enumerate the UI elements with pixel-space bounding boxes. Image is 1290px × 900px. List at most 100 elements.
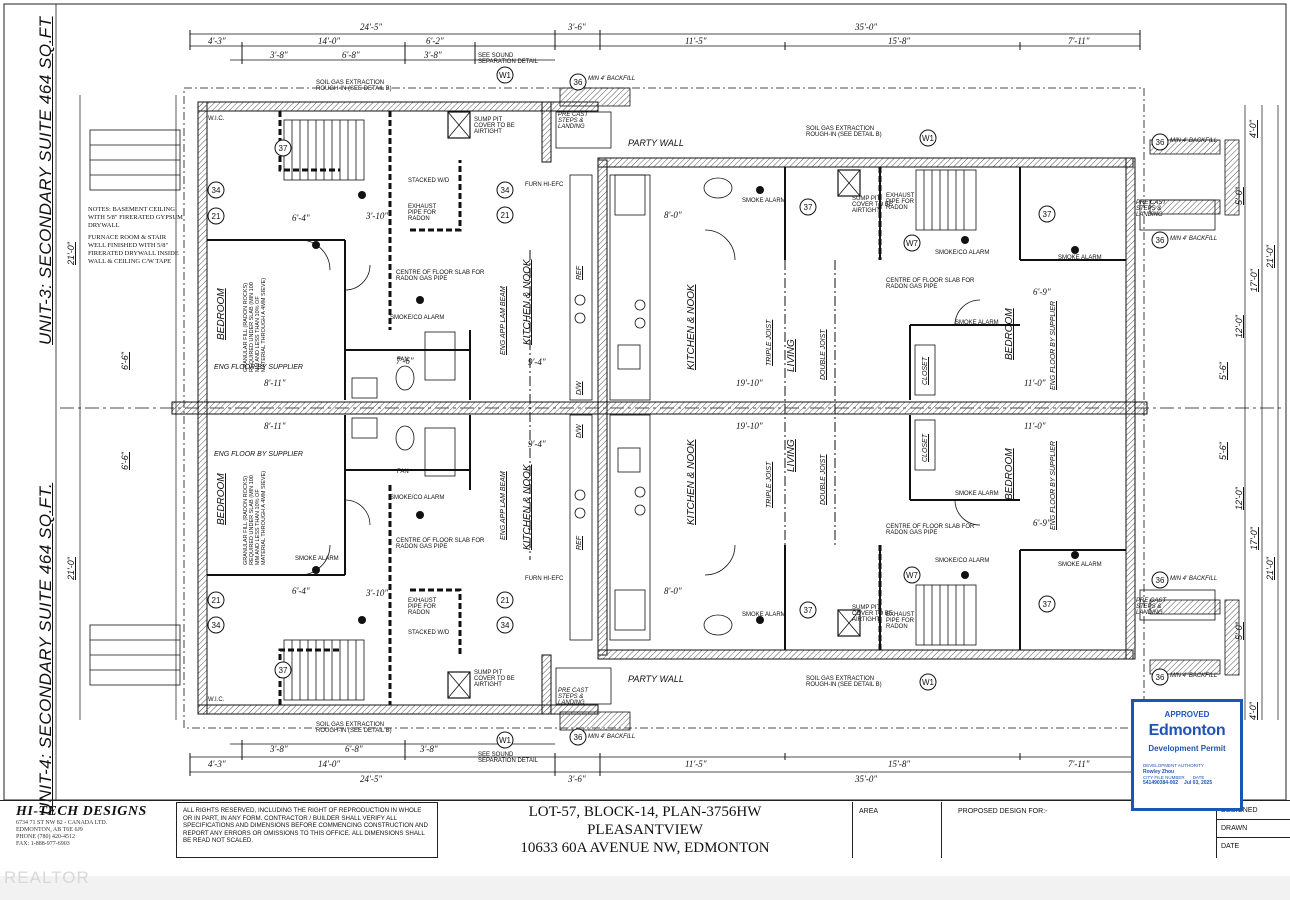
stacked-wd-upper: STACKED W/D — [408, 178, 450, 184]
room-bedroom-right-upper: BEDROOM — [1004, 308, 1015, 360]
dim-right-4: 12'-0" — [1234, 315, 1244, 338]
triple-joist-upper: TRIPLE JOIST — [766, 319, 773, 366]
svg-text:37: 37 — [279, 666, 288, 675]
authority-label: DEVELOPMENT AUTHORITY — [1143, 763, 1204, 768]
smoke-alarm-bedroom-lower: SMOKE ALARM — [955, 491, 999, 497]
unit-3-label: UNIT-3: SECONDARY SUITE 464 SQ.FT — [36, 16, 55, 345]
dim-left-lower: 21'-0" — [66, 557, 76, 580]
svg-text:37: 37 — [804, 203, 813, 212]
dim-top2-c: 6'-2" — [426, 36, 444, 46]
dim-top2-f: 7'-11" — [1068, 36, 1090, 46]
room-kitchen-unit2: KITCHEN & NOOK — [686, 439, 697, 525]
dim-bottom2-d: 15'-8" — [888, 759, 911, 769]
dishwasher-lower: D/W — [576, 424, 583, 438]
dishwasher-upper: D/W — [576, 381, 583, 395]
stacked-wd-lower: STACKED W/D — [408, 630, 450, 636]
dim-bottom3-c: 3'-8" — [420, 744, 438, 754]
dim-top2-e: 15'-8" — [888, 36, 911, 46]
exhaust-radon-lower: EXHAUST PIPE FOR RADON — [408, 598, 437, 616]
smoke-co-upper: SMOKE/CO ALARM — [390, 315, 445, 321]
dim-right-5: 5'-6" — [1218, 362, 1228, 380]
room-dim-right-upper: 11'-0" — [1024, 378, 1046, 388]
drawn-cell: DRAWN — [1217, 820, 1290, 838]
room-bedroom-right-lower: BEDROOM — [1004, 448, 1015, 500]
room-living-lower: LIVING — [786, 439, 797, 472]
unit-4-label: UNIT-4: SECONDARY SUITE 464 SQ.FT. — [36, 482, 55, 815]
smoke-co-lower: SMOKE/CO ALARM — [390, 495, 445, 501]
eng-floor-left-upper: ENG FLOOR BY SUPPLIER — [214, 364, 303, 371]
room-dim-living-upper: 19'-10" — [736, 378, 763, 388]
svg-text:37: 37 — [1043, 210, 1052, 219]
backfill-upper: MIN 4' BACKFILL — [588, 76, 636, 82]
stamp-row-values: 541490384-002 Jul 03, 2025 — [1143, 780, 1240, 787]
room-living-upper: LIVING — [786, 339, 797, 372]
room-bedroom-unit4: BEDROOM — [216, 473, 227, 525]
soil-gas-lower-left: SOIL GAS EXTRACTION ROUGH-IN (SEE DETAIL… — [316, 722, 392, 734]
file-label: CITY FILE NUMBER — [1143, 775, 1185, 780]
eng-beam-lower: ENG APP LAM BEAM — [500, 471, 507, 540]
backfill-right-1: MIN 4' BACKFILL — [1170, 138, 1218, 144]
dim-top-right: 35'-0" — [855, 22, 878, 32]
room-dim-right-lower: 11'-0" — [1024, 421, 1046, 431]
svg-text:36: 36 — [1156, 138, 1165, 147]
company-line: EDMONTON, AB T6E 6J9 — [16, 827, 83, 833]
svg-text:36: 36 — [1156, 236, 1165, 245]
sump-pit-lower: SUMP PIT COVER TO BE AIRTIGHT — [474, 670, 515, 688]
room-closet-upper: CLOSET — [922, 356, 929, 385]
dim-bottom-left: 24'-5" — [360, 774, 383, 784]
dim-right-7: 12'-0" — [1234, 487, 1244, 510]
party-wall-lower: PARTY WALL — [628, 674, 684, 684]
radon-pipe-right-lower: CENTRE OF FLOOR SLAB FOR RADON GAS PIPE — [886, 524, 975, 536]
authority-name: Rowley Zhou — [1143, 768, 1175, 775]
svg-text:34: 34 — [501, 186, 510, 195]
sump-pit-right-lower: SUMP PIT COVER TO BE AIRTIGHT — [852, 605, 893, 623]
backfill-right-3: MIN 4' BACKFILL — [1170, 576, 1218, 582]
svg-text:36: 36 — [1156, 673, 1165, 682]
eng-floor-right-lower: ENG FLOOR BY SUPPLIER — [1050, 441, 1057, 530]
double-joist-lower: DOUBLE JOIST — [820, 454, 827, 505]
smoke-co-right-lower: SMOKE/CO ALARM — [935, 558, 990, 564]
exhaust-radon-right-upper: EXHAUST PIPE FOR RADON — [886, 193, 915, 211]
radon-pipe-upper: CENTRE OF FLOOR SLAB FOR RADON GAS PIPE — [396, 270, 485, 282]
svg-text:W7: W7 — [906, 239, 919, 248]
dim-right-2: 21'-0" — [1265, 245, 1275, 268]
room-dim-stair-lower: 6'-4" — [292, 586, 310, 596]
svg-text:W1: W1 — [499, 71, 512, 80]
lot-line: LOT-57, BLOCK-14, PLAN-3756HW — [528, 804, 762, 820]
plan-notes: NOTES: BASEMENT CEILING WITH 5/8" FIRERA… — [88, 206, 184, 270]
rights-notice: ALL RIGHTS RESERVED, INCLUDING THE RIGHT… — [176, 802, 438, 858]
dim-right-11: 4'-0" — [1248, 702, 1258, 720]
exhaust-radon-upper: EXHAUST PIPE FOR RADON — [408, 204, 437, 222]
smoke-alarm-right-upper: SMOKE ALARM — [1058, 255, 1102, 261]
room-dim-hall-upper: 3'-10" — [366, 211, 389, 221]
lot-description: LOT-57, BLOCK-14, PLAN-3756HW PLEASANTVI… — [440, 802, 850, 859]
room-dim-bedroom-upper: 8'-11" — [264, 378, 286, 388]
fan-lower: FAN — [397, 469, 409, 475]
dim-top-left: 24'-5" — [360, 22, 383, 32]
soil-gas-upper-left: SOIL GAS EXTRACTION ROUGH-IN (SEE DETAIL… — [316, 80, 392, 92]
eng-floor-right-upper: ENG FLOOR BY SUPPLIER — [1050, 301, 1057, 390]
triple-joist-lower: TRIPLE JOIST — [766, 461, 773, 508]
dim-top2-d: 11'-5" — [685, 36, 707, 46]
company-block: HI-TECH DESIGNS 6734 71 ST NW 82 - CANAD… — [16, 804, 166, 858]
bottom-strip — [0, 876, 1290, 900]
svg-text:36: 36 — [574, 733, 583, 742]
eng-floor-left-lower: ENG FLOOR BY SUPPLIER — [214, 451, 303, 458]
area-cell: AREA — [852, 802, 942, 858]
ref-upper: REF — [576, 266, 583, 280]
company-line: 6734 71 ST NW 82 - CANADA LTD. — [16, 820, 108, 826]
svg-text:W7: W7 — [906, 571, 919, 580]
sound-detail-upper: SEE SOUND SEPARATION DETAIL — [478, 53, 539, 65]
exhaust-radon-right-lower: EXHAUST PIPE FOR RADON — [886, 612, 915, 630]
realtor-watermark: REALTOR — [4, 868, 90, 887]
stamp-details: DEVELOPMENT AUTHORITY Rowley Zhou CITY F… — [1134, 763, 1240, 786]
dim-right-8: 17'-0" — [1249, 527, 1259, 550]
dim-right-0: 4'-0" — [1248, 120, 1258, 138]
stamp-row-labels: CITY FILE NUMBER DATE — [1143, 775, 1240, 781]
svg-text:21: 21 — [501, 211, 510, 220]
dim-right-10: 5'-0" — [1234, 622, 1244, 640]
svg-text:34: 34 — [212, 621, 221, 630]
dim-right-3: 17'-0" — [1249, 269, 1259, 292]
